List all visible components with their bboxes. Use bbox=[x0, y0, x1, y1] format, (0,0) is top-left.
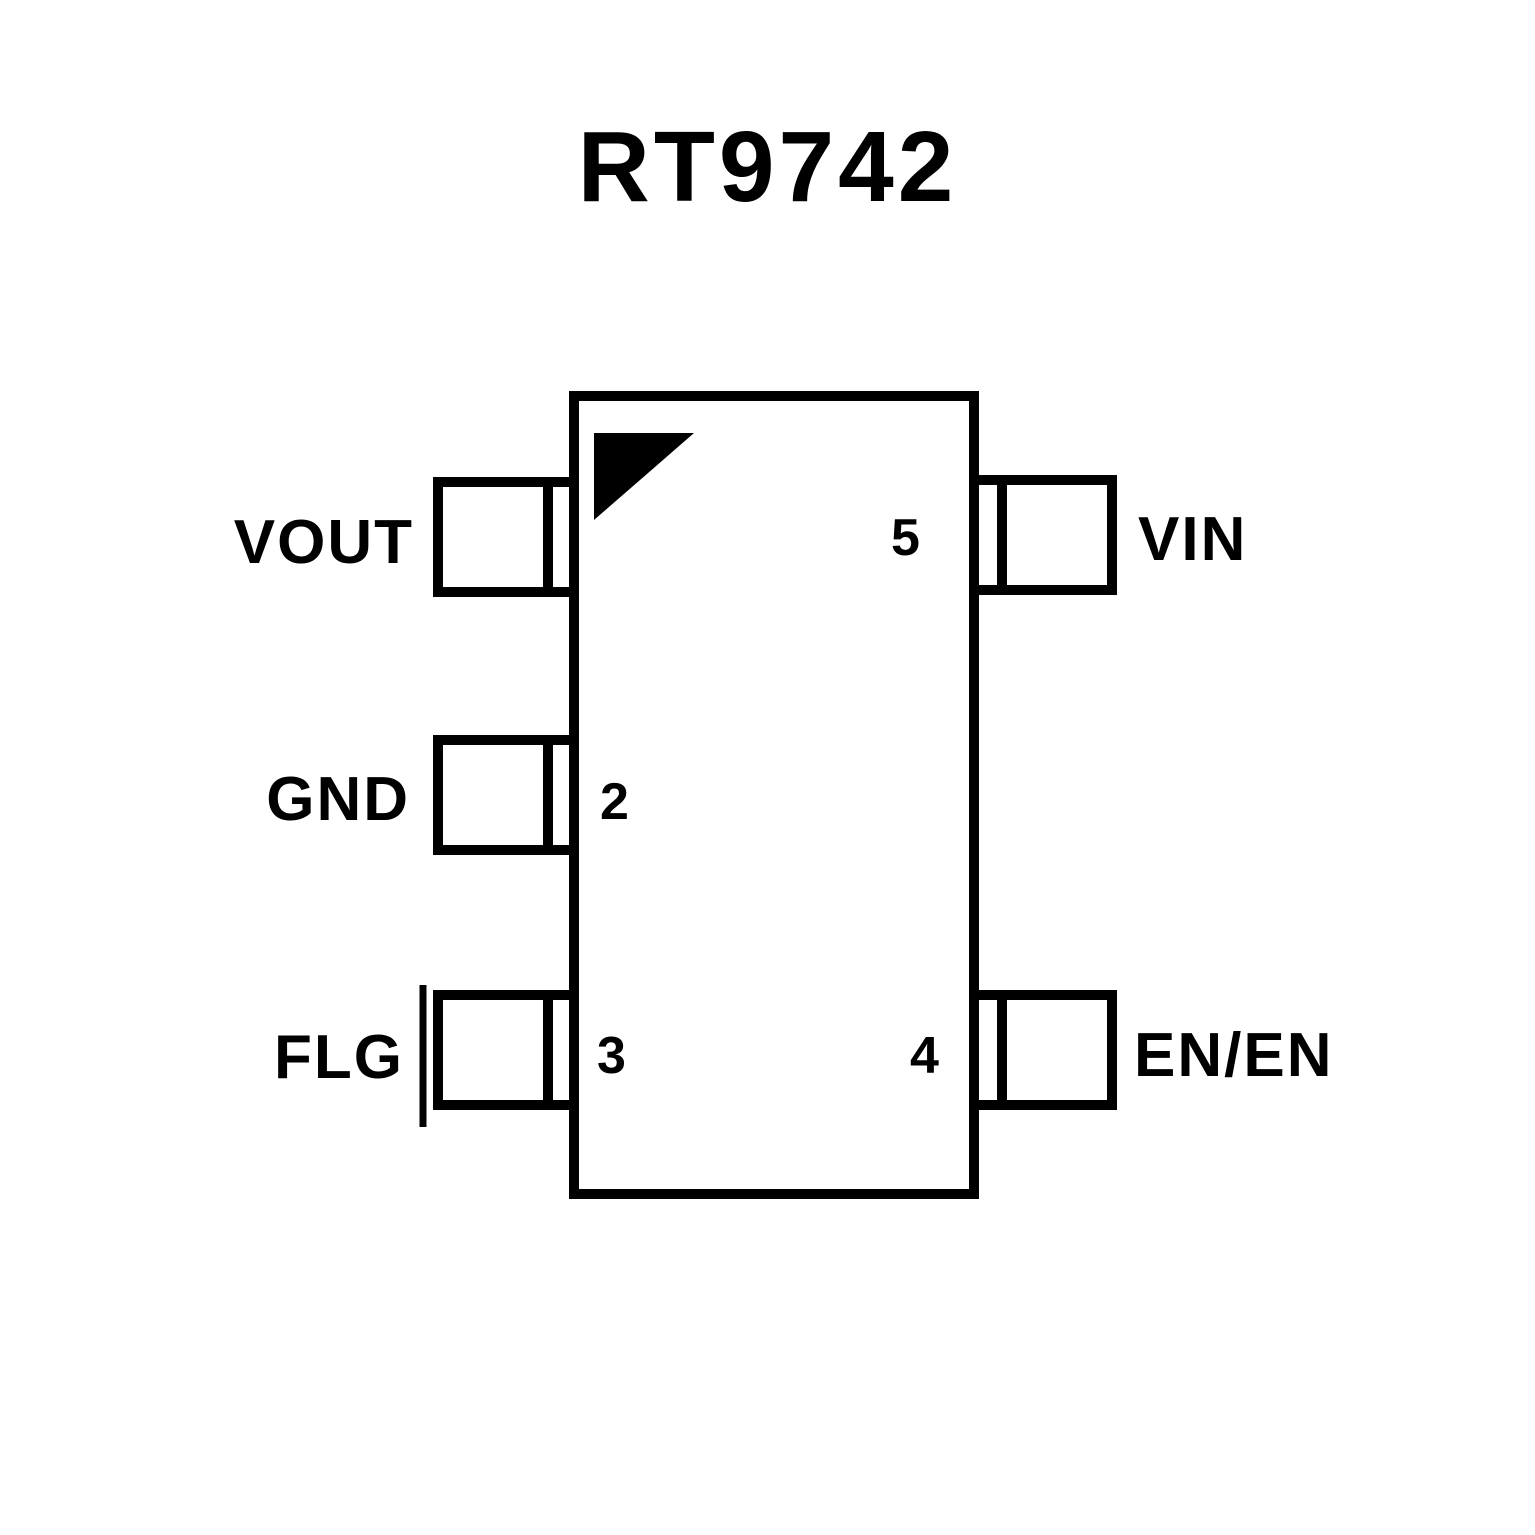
pin-number-2: 2 bbox=[600, 773, 629, 831]
pin-number-3: 3 bbox=[597, 1027, 626, 1085]
pin-label-flg: FLG bbox=[274, 1023, 404, 1092]
pin-vout bbox=[433, 477, 579, 597]
pin-number-5: 5 bbox=[891, 509, 920, 567]
pin-label-en: EN/EN bbox=[1134, 1021, 1333, 1090]
pin-flg bbox=[419, 985, 579, 1127]
pin-label-vin: VIN bbox=[1138, 505, 1247, 574]
pin-en bbox=[969, 990, 1117, 1110]
chip-title: RT9742 bbox=[577, 111, 958, 223]
pin-label-gnd: GND bbox=[266, 765, 410, 834]
pin-number-4: 4 bbox=[910, 1027, 939, 1085]
pin1-marker-icon bbox=[594, 433, 694, 520]
pin-label-vout: VOUT bbox=[234, 508, 414, 577]
pin-vin bbox=[969, 475, 1117, 595]
pin-gnd bbox=[433, 735, 579, 855]
